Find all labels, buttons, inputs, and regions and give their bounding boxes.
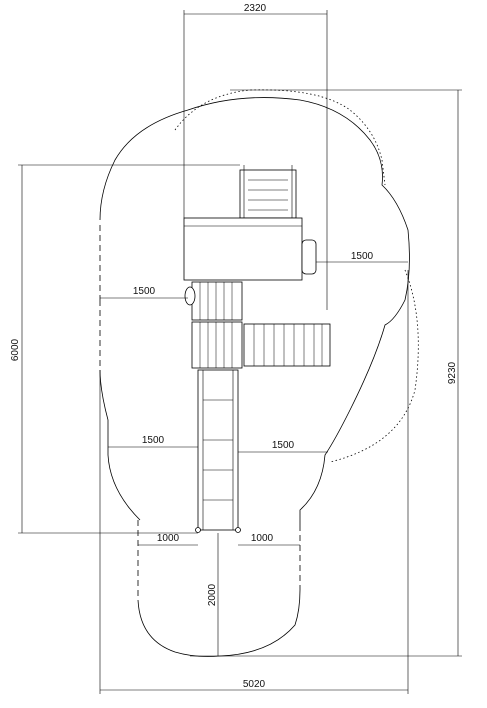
dim-lower-left-clearance: 1500 xyxy=(142,435,165,446)
dim-side-height: 6000 xyxy=(10,338,21,361)
dim-top-width: 2320 xyxy=(244,3,267,14)
main-platform xyxy=(183,217,317,281)
upper-deck xyxy=(184,281,243,321)
side-bridge xyxy=(243,323,331,367)
ladder-top xyxy=(239,165,297,219)
dim-slide-right-offset: 1000 xyxy=(251,533,274,544)
lower-deck xyxy=(191,321,243,369)
dim-slide-runout: 2000 xyxy=(207,583,218,606)
slide xyxy=(195,369,241,533)
dimension-lines xyxy=(18,10,462,694)
dim-left-clearance: 1500 xyxy=(133,286,156,297)
dim-overall-length: 9230 xyxy=(447,361,458,384)
dim-slide-left-offset: 1000 xyxy=(157,533,180,544)
dimension-labels: 2320 9230 6000 5020 1500 1500 1500 1500 … xyxy=(10,3,458,690)
dim-right-clearance: 1500 xyxy=(351,251,374,262)
play-equipment xyxy=(183,165,331,533)
dim-overall-width: 5020 xyxy=(243,679,266,690)
dim-lower-right-clearance: 1500 xyxy=(272,440,295,451)
